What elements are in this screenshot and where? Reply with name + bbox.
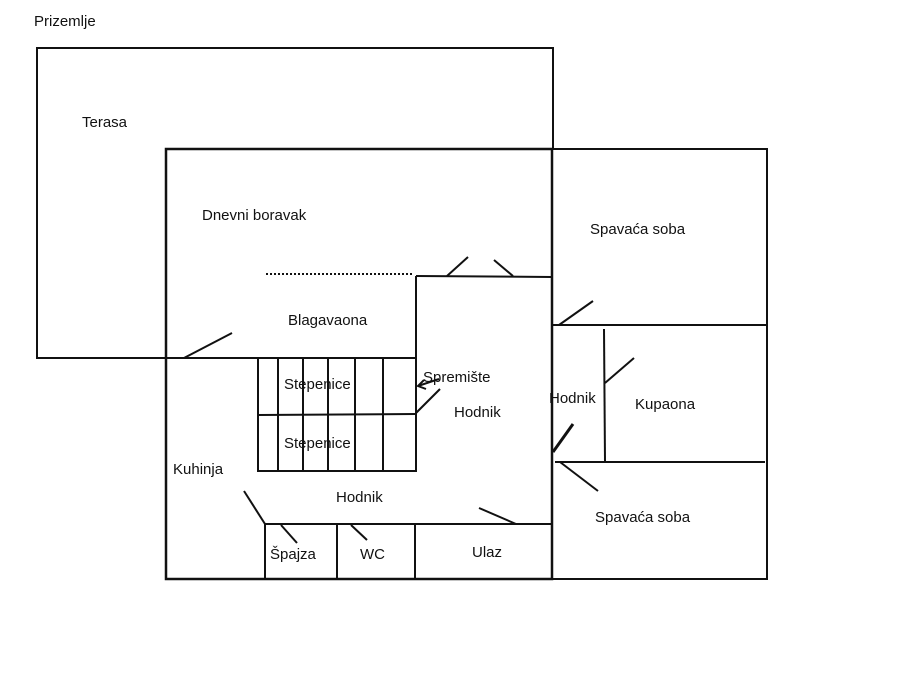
stair-divider bbox=[257, 413, 417, 416]
room-label-stepenice: Stepenice bbox=[284, 435, 351, 452]
wall bbox=[415, 275, 553, 278]
room-label-hodnik: Hodnik bbox=[336, 489, 383, 506]
door-swing bbox=[415, 388, 441, 414]
room-label-terasa: Terasa bbox=[82, 114, 128, 131]
room-label-hodnik: Hodnik bbox=[549, 390, 596, 407]
room-label-kuhinja: Kuhinja bbox=[173, 461, 224, 478]
room-label-spremiste: Spremište bbox=[423, 369, 491, 386]
door-swing bbox=[493, 259, 514, 277]
room-label-spavaca-soba: Spavaća soba bbox=[595, 509, 691, 526]
door-swing bbox=[350, 524, 368, 541]
plan-title: Prizemlje bbox=[34, 13, 96, 30]
room-label-spajza: Špajza bbox=[270, 546, 316, 563]
room-label-ulaz: Ulaz bbox=[472, 544, 503, 561]
room-label-blagavaona: Blagavaona bbox=[288, 312, 368, 329]
room-label-wc: WC bbox=[360, 546, 385, 563]
room-label-stepenice: Stepenice bbox=[284, 376, 351, 393]
door-swing bbox=[280, 524, 298, 544]
room-label-kupaona: Kupaona bbox=[635, 396, 696, 413]
door-swing bbox=[551, 423, 575, 453]
door-swing bbox=[183, 332, 233, 359]
door-swing bbox=[604, 357, 635, 384]
room-label-dnevni-boravak: Dnevni boravak bbox=[202, 207, 307, 224]
wall bbox=[603, 328, 606, 463]
terrace-outline bbox=[36, 47, 554, 359]
arrow-line bbox=[417, 378, 440, 387]
room-label-spavaca-soba: Spavaća soba bbox=[590, 221, 686, 238]
doors bbox=[183, 256, 635, 544]
stairs bbox=[257, 357, 417, 472]
door-swing bbox=[243, 490, 266, 525]
right-wing-outline bbox=[551, 148, 768, 580]
door-swing bbox=[446, 256, 469, 277]
walls bbox=[36, 47, 768, 581]
door-swing bbox=[559, 461, 599, 492]
room-label-hodnik: Hodnik bbox=[454, 404, 501, 421]
door-swing bbox=[478, 507, 517, 525]
door-swing bbox=[558, 300, 594, 326]
